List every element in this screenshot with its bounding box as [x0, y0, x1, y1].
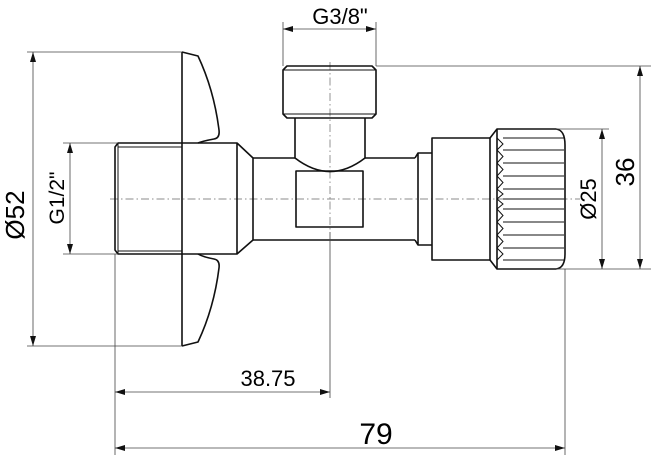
knob-serration	[496, 208, 504, 223]
knob-serration	[496, 162, 504, 177]
dimension-outlet-thread: G3/8"	[282, 4, 651, 67]
dimension-escutcheon-diameter: Ø52	[0, 51, 182, 347]
outlet-height-label: 36	[610, 158, 640, 187]
dimension-overall-length: 79	[115, 269, 566, 455]
inlet-thread	[114, 142, 182, 255]
overall-length-label: 79	[359, 418, 392, 451]
bonnet-nut	[414, 137, 491, 261]
escutcheon-diameter-label: Ø52	[0, 190, 30, 239]
outlet-offset-label: 38.75	[240, 366, 295, 391]
knob-serration	[496, 175, 504, 190]
knob-serration	[496, 247, 504, 261]
dimension-outlet-height: 36	[610, 66, 643, 269]
knob-diameter-label: Ø25	[576, 178, 601, 220]
knob-serration	[496, 137, 504, 151]
escutcheon	[181, 51, 220, 347]
dimension-inlet-thread: G1/2"	[46, 142, 118, 255]
hex-body	[182, 142, 254, 255]
dimension-outlet-offset: 38.75	[114, 232, 331, 455]
outlet-branch	[282, 65, 377, 173]
handwheel-knob	[489, 128, 566, 270]
inlet-thread-label: G1/2"	[46, 172, 69, 225]
knob-serration	[496, 221, 504, 236]
knob-serration	[496, 198, 504, 210]
knob-serration	[496, 188, 504, 200]
outlet-thread-label: G3/8"	[312, 4, 368, 29]
dimension-knob-diameter: Ø25	[556, 128, 651, 270]
knob-serration	[496, 149, 504, 164]
knob-serration	[496, 234, 504, 249]
